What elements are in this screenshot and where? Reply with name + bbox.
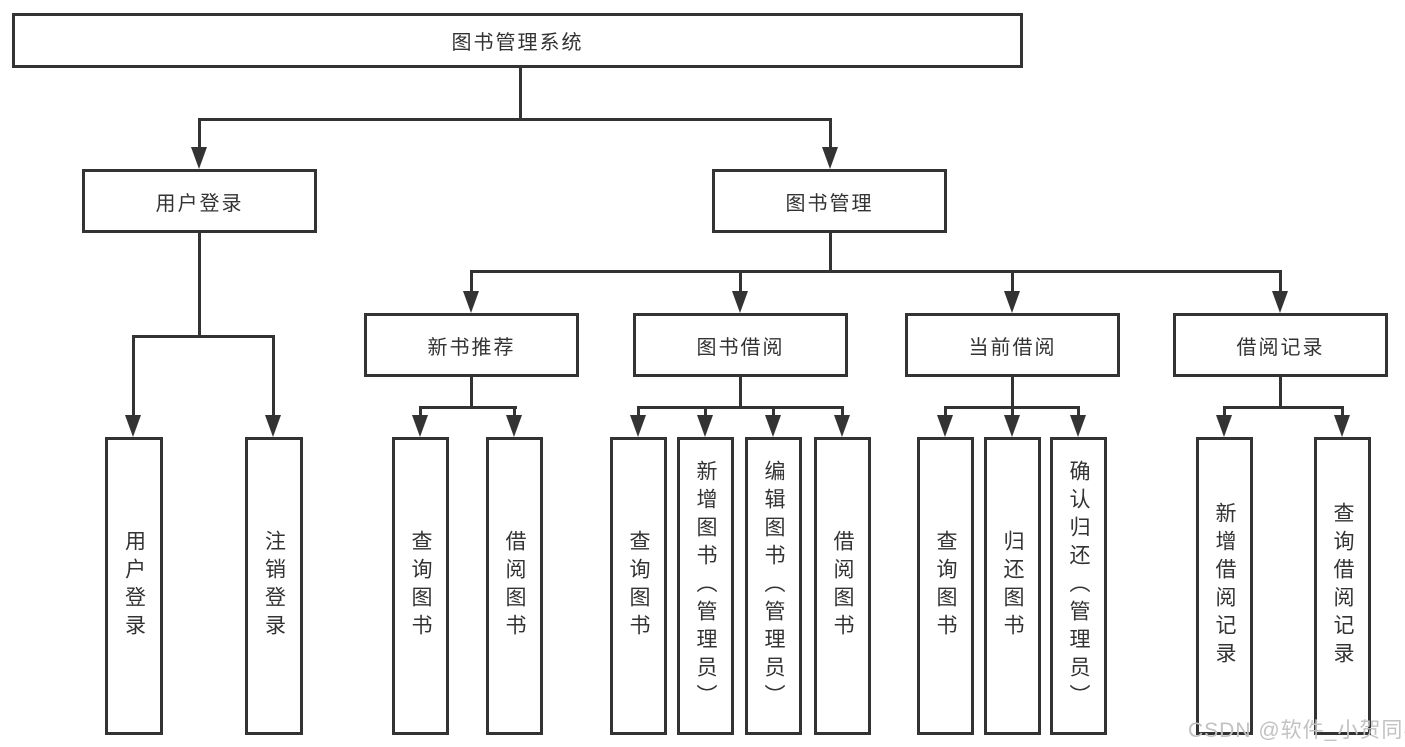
leaf-query-borrow-record: 查询借阅记录 bbox=[1314, 437, 1371, 735]
connector-line bbox=[772, 406, 775, 420]
leaf-logout: 注销登录 bbox=[245, 437, 303, 735]
leaf-query-books-current-label: 查询图书 bbox=[934, 530, 957, 642]
connector-arrowhead bbox=[834, 415, 850, 437]
leaf-edit-books-admin: 编辑图书（管理员） bbox=[745, 437, 802, 735]
node-root-label: 图书管理系统 bbox=[451, 32, 584, 54]
leaf-return-books-label: 归还图书 bbox=[1001, 530, 1024, 642]
connector-arrowhead bbox=[1004, 415, 1020, 437]
connector-line bbox=[1223, 406, 1226, 420]
connector-arrowhead bbox=[506, 415, 522, 437]
leaf-borrow-books-label: 借阅图书 bbox=[831, 530, 854, 642]
connector-line bbox=[1011, 270, 1014, 295]
connector-line bbox=[829, 233, 832, 270]
node-book-borrow: 图书借阅 bbox=[633, 313, 848, 377]
connector-line bbox=[1077, 406, 1080, 420]
connector-arrowhead bbox=[1272, 291, 1288, 313]
connector-arrowhead bbox=[697, 415, 713, 437]
connector-line bbox=[637, 406, 640, 420]
node-current-borrow-label: 当前借阅 bbox=[968, 336, 1057, 359]
leaf-return-books: 归还图书 bbox=[984, 437, 1041, 735]
connector-arrowhead bbox=[265, 415, 281, 437]
connector-arrowhead bbox=[1334, 415, 1350, 437]
connector-line bbox=[198, 233, 201, 335]
leaf-query-books-recommend-label: 查询图书 bbox=[409, 530, 432, 642]
connector-line bbox=[1011, 406, 1014, 420]
connector-arrowhead bbox=[1004, 291, 1020, 313]
leaf-user-login: 用户登录 bbox=[105, 437, 163, 735]
connector-line bbox=[132, 335, 135, 418]
node-book-borrow-label: 图书借阅 bbox=[696, 336, 785, 359]
node-root: 图书管理系统 bbox=[12, 13, 1023, 68]
connector-line bbox=[1223, 406, 1343, 409]
connector-line bbox=[829, 118, 832, 150]
connector-arrowhead bbox=[765, 415, 781, 437]
connector-line bbox=[470, 270, 473, 295]
connector-line bbox=[704, 406, 707, 420]
connector-arrowhead bbox=[191, 147, 207, 169]
connector-line bbox=[739, 270, 742, 295]
connector-line bbox=[944, 406, 947, 420]
connector-arrowhead bbox=[937, 415, 953, 437]
connector-arrowhead bbox=[822, 147, 838, 169]
connector-line bbox=[519, 68, 522, 118]
leaf-logout-label: 注销登录 bbox=[262, 530, 286, 642]
connector-arrowhead bbox=[412, 415, 428, 437]
connector-line bbox=[637, 406, 844, 409]
connector-line bbox=[1279, 377, 1282, 406]
leaf-add-books-admin: 新增图书（管理员） bbox=[677, 437, 734, 735]
node-new-book-recommend: 新书推荐 bbox=[364, 313, 579, 377]
leaf-query-books-borrow-label: 查询图书 bbox=[627, 530, 650, 642]
leaf-query-books-borrow: 查询图书 bbox=[610, 437, 667, 735]
leaf-query-books-recommend: 查询图书 bbox=[392, 437, 449, 735]
node-current-borrow: 当前借阅 bbox=[905, 313, 1120, 377]
connector-arrowhead bbox=[125, 415, 141, 437]
connector-line bbox=[198, 118, 201, 150]
connector-line bbox=[132, 335, 275, 338]
connector-line bbox=[272, 335, 275, 418]
connector-arrowhead bbox=[732, 291, 748, 313]
leaf-query-borrow-record-label: 查询借阅记录 bbox=[1331, 502, 1354, 670]
node-new-book-recommend-label: 新书推荐 bbox=[427, 336, 516, 359]
node-book-management-label: 图书管理 bbox=[785, 192, 874, 215]
leaf-borrow-books-recommend: 借阅图书 bbox=[486, 437, 543, 735]
leaf-query-books-current: 查询图书 bbox=[917, 437, 974, 735]
connector-arrowhead bbox=[1216, 415, 1232, 437]
node-book-management: 图书管理 bbox=[712, 169, 947, 233]
connector-arrowhead bbox=[630, 415, 646, 437]
connector-line bbox=[1011, 377, 1014, 406]
connector-line bbox=[419, 406, 517, 409]
connector-line bbox=[1341, 406, 1344, 420]
leaf-borrow-books-recommend-label: 借阅图书 bbox=[503, 530, 526, 642]
leaf-add-books-admin-label: 新增图书（管理员） bbox=[694, 460, 717, 712]
node-user-login-label: 用户登录 bbox=[155, 192, 244, 215]
connector-line bbox=[470, 377, 473, 406]
connector-arrowhead bbox=[1070, 415, 1086, 437]
connector-line bbox=[470, 270, 1282, 273]
leaf-user-login-label: 用户登录 bbox=[122, 530, 146, 642]
leaf-confirm-return-admin-label: 确认归还（管理员） bbox=[1067, 460, 1090, 712]
leaf-confirm-return-admin: 确认归还（管理员） bbox=[1050, 437, 1107, 735]
leaf-add-borrow-record: 新增借阅记录 bbox=[1196, 437, 1253, 735]
node-user-login: 用户登录 bbox=[82, 169, 317, 233]
connector-arrowhead bbox=[463, 291, 479, 313]
csdn-watermark: CSDN @软件_小贺同学 bbox=[1188, 719, 1405, 742]
connector-line bbox=[513, 406, 516, 420]
connector-line bbox=[1279, 270, 1282, 295]
node-borrow-records-label: 借阅记录 bbox=[1236, 336, 1325, 359]
node-borrow-records: 借阅记录 bbox=[1173, 313, 1388, 377]
leaf-borrow-books: 借阅图书 bbox=[814, 437, 871, 735]
connector-line bbox=[419, 406, 422, 420]
leaf-add-borrow-record-label: 新增借阅记录 bbox=[1213, 502, 1236, 670]
connector-line bbox=[841, 406, 844, 420]
leaf-edit-books-admin-label: 编辑图书（管理员） bbox=[762, 460, 785, 712]
connector-line bbox=[739, 377, 742, 406]
connector-line bbox=[198, 118, 832, 121]
